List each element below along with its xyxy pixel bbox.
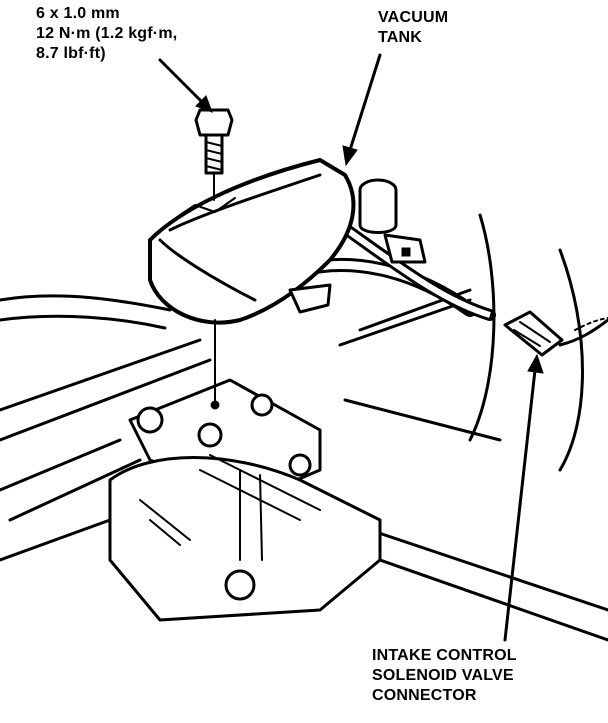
connector-label-line2: SOLENOID VALVE	[372, 667, 514, 684]
callout-leaders	[158, 53, 544, 642]
mount-bracket	[108, 378, 382, 622]
vacuum-tank-label: VACUUM TANK	[378, 8, 448, 48]
mounting-bolt	[194, 108, 234, 201]
vacuum-tank-label-line2: TANK	[378, 29, 423, 46]
bolt-spec-label: 6 x 1.0 mm 12 N·m (1.2 kgf·m, 8.7 lbf·ft…	[36, 4, 177, 64]
vacuum-tank	[148, 158, 356, 406]
vacuum-tank-label-line1: VACUUM	[378, 9, 449, 26]
body-frame-lines	[0, 213, 608, 642]
bolt-torque-imperial-text: 8.7 lbf·ft)	[36, 45, 106, 62]
bolt-torque-text: 12 N·m (1.2 kgf·m,	[36, 25, 178, 42]
connector-label-line3: CONNECTOR	[372, 687, 477, 704]
connector-label: INTAKE CONTROL SOLENOID VALVE CONNECTOR	[372, 646, 517, 706]
bolt-size-text: 6 x 1.0 mm	[36, 5, 120, 22]
solenoid-connector	[503, 310, 608, 357]
vacuum-valve-fitting	[358, 178, 427, 264]
connector-label-line1: INTAKE CONTROL	[372, 647, 517, 664]
